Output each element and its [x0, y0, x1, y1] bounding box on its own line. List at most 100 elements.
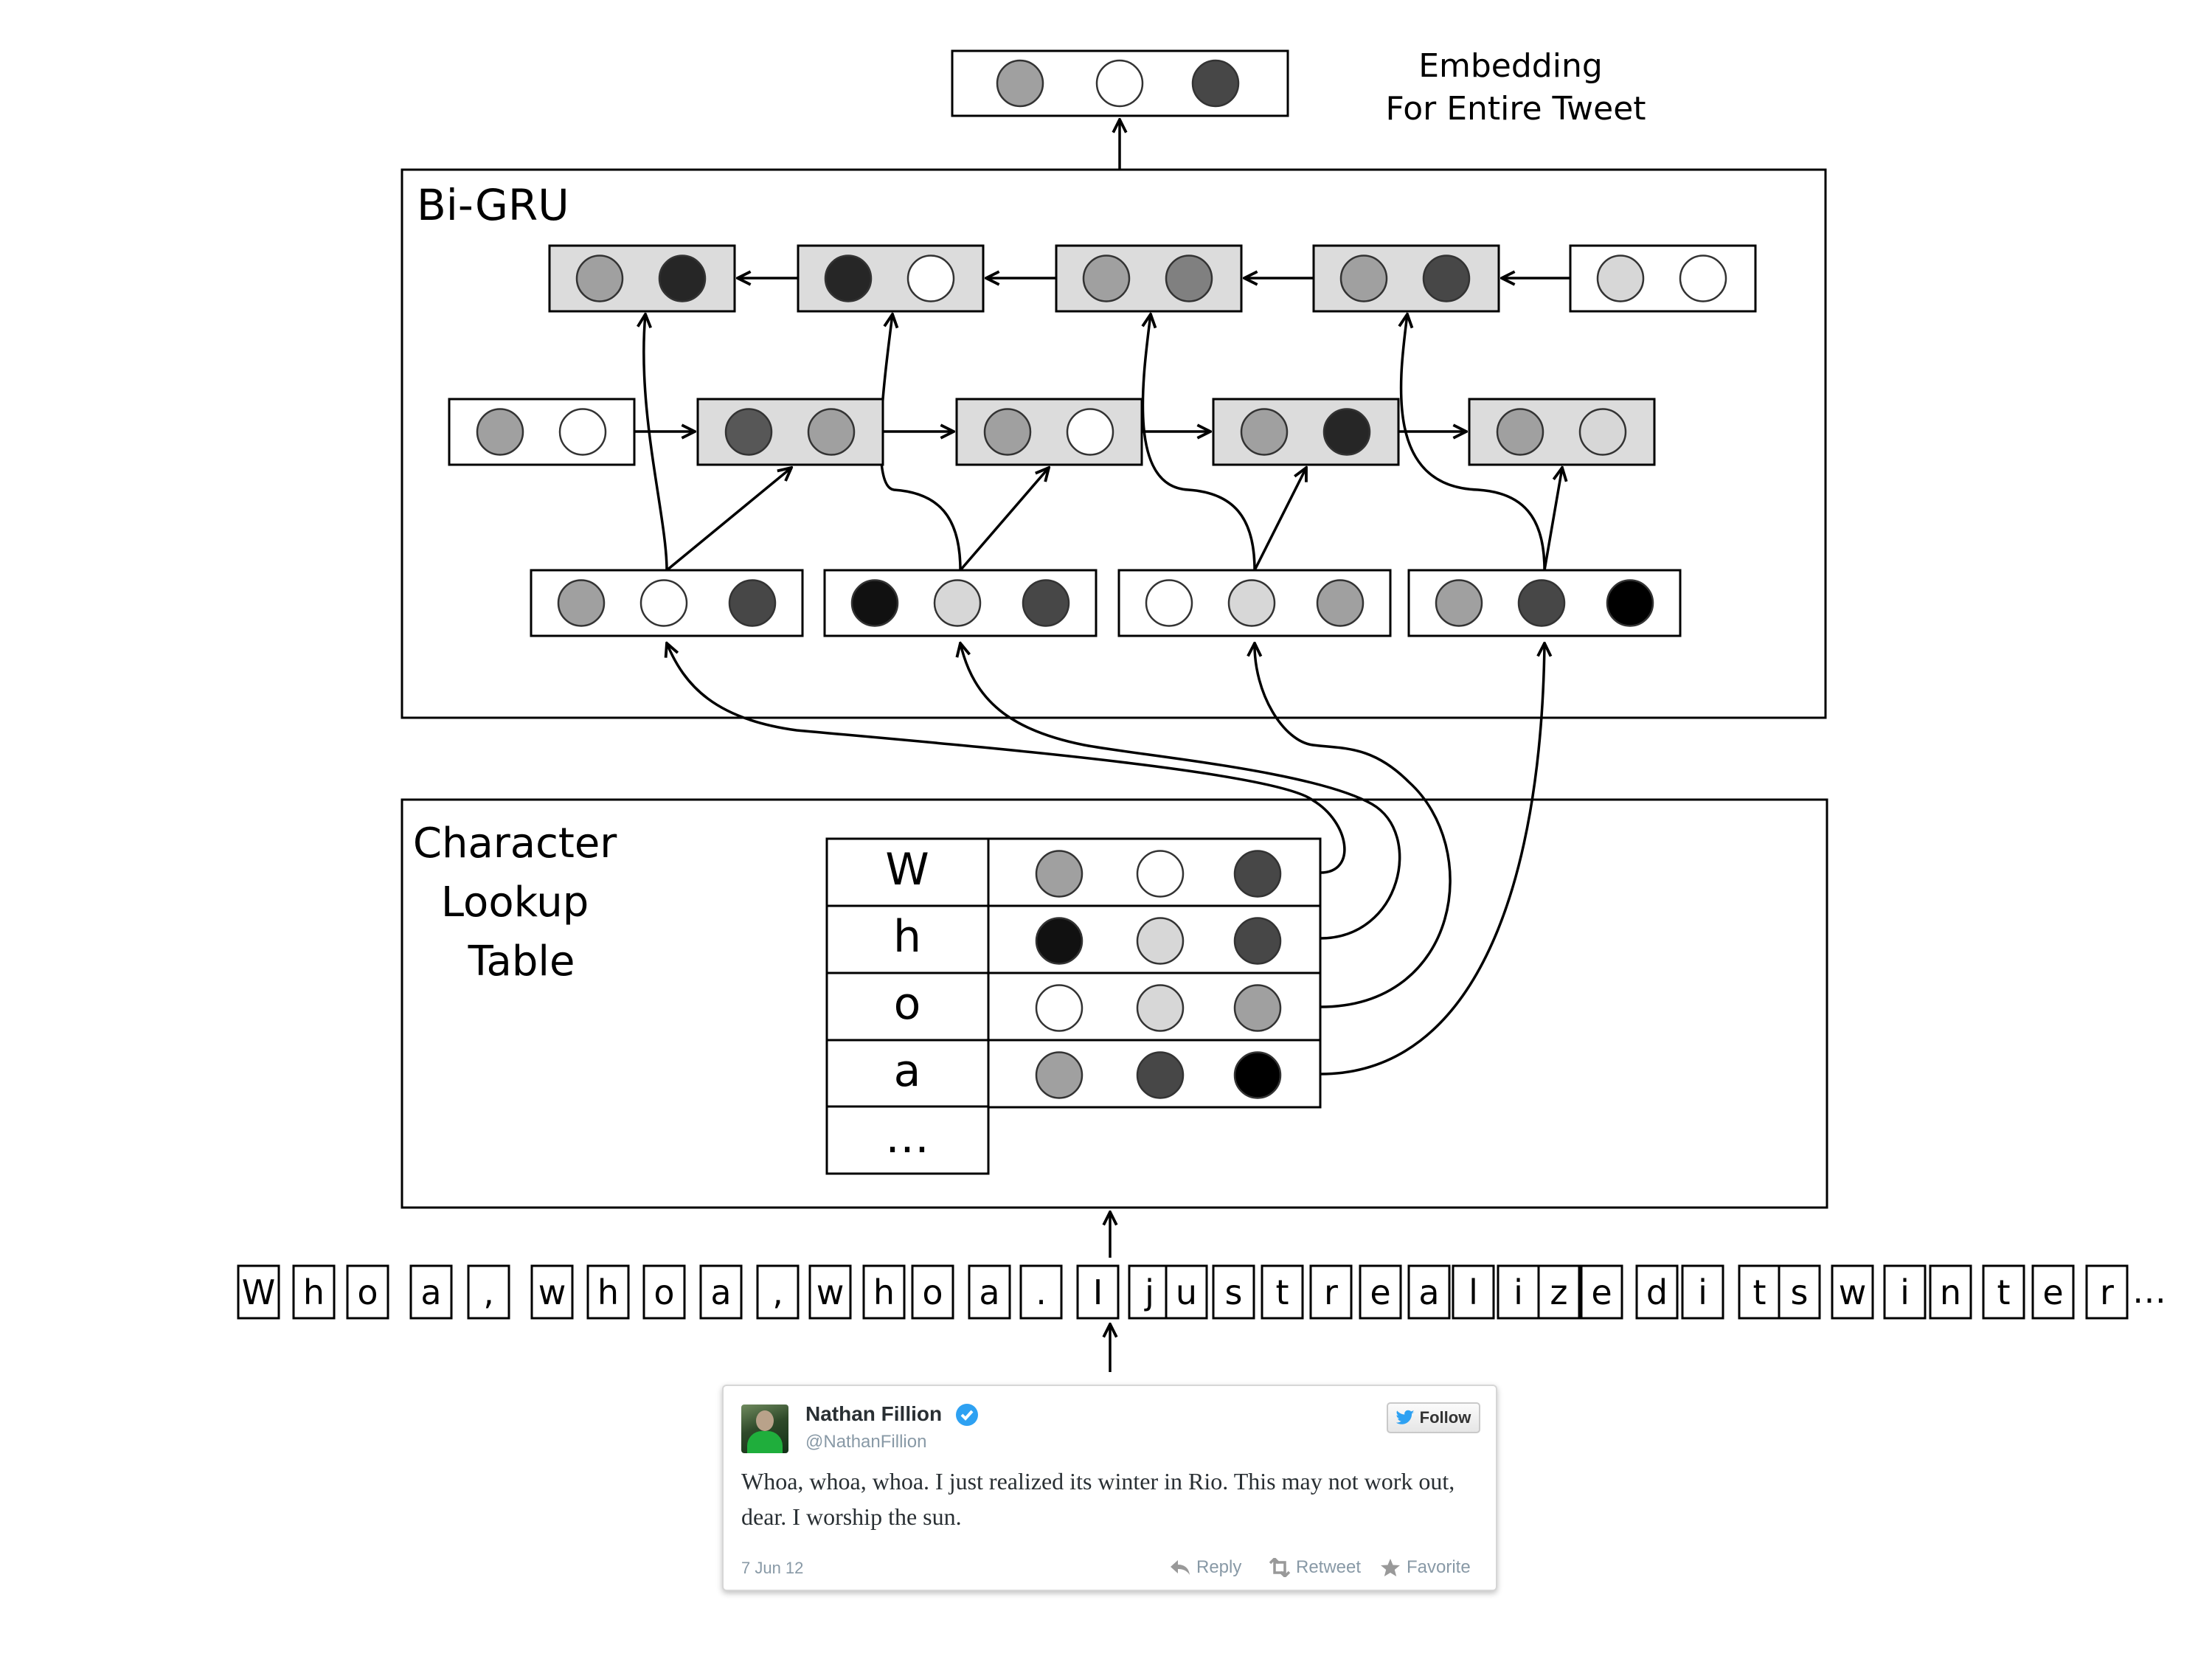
backward-hidden-state-3	[1055, 244, 1243, 313]
output-embedding-vector	[951, 49, 1289, 117]
char-box-16	[1076, 1264, 1120, 1320]
backward-hidden-state-2	[797, 244, 985, 313]
char-box-28	[1635, 1264, 1679, 1320]
char-24: l	[1469, 1272, 1478, 1312]
favorite-button[interactable]: Favorite	[1379, 1557, 1471, 1578]
twitter-bird-icon	[1395, 1410, 1415, 1424]
lookup-vector-4-unit-2	[1136, 1051, 1185, 1099]
char-16: I	[1093, 1272, 1103, 1312]
lookup-key-1: W	[885, 844, 929, 896]
forward-hidden-state-3-unit-2	[1066, 408, 1114, 456]
char-box-32	[1831, 1264, 1874, 1320]
tweet-handle[interactable]: @NathanFillion	[805, 1432, 927, 1452]
char-37: r	[2100, 1272, 2114, 1312]
backward-hidden-state-2-unit-1	[824, 254, 873, 302]
char-28: d	[1646, 1272, 1668, 1312]
lookup-vector-4-unit-3	[1233, 1051, 1282, 1099]
char-32: w	[1839, 1272, 1867, 1312]
embedding-label: Embedding For Entire Tweet	[1385, 47, 1646, 128]
char-to-backward-arrow-1	[644, 314, 668, 571]
char-embedding-1-unit-1	[557, 579, 606, 627]
forward-hidden-state-4	[1212, 398, 1400, 466]
backward-hidden-state-5	[1569, 244, 1757, 313]
lookup-to-char-arrow-3	[1255, 643, 1452, 1008]
backward-hidden-state-4	[1312, 244, 1500, 313]
forward-hidden-state-4-unit-2	[1322, 408, 1371, 456]
char-box-11	[808, 1264, 852, 1320]
char-7: h	[597, 1272, 619, 1312]
lookup-key-3: o	[894, 978, 921, 1030]
char-box-4	[409, 1264, 453, 1320]
backward-hidden-state-1	[548, 244, 736, 313]
tweet-date[interactable]: 7 Jun 12	[741, 1559, 804, 1577]
retweet-icon	[1269, 1558, 1291, 1577]
char-box-23	[1407, 1264, 1451, 1320]
nodes-layer	[448, 49, 1757, 637]
char-12: h	[873, 1272, 895, 1312]
lookup-key-cell-2	[825, 904, 990, 974]
char-8: o	[653, 1272, 674, 1312]
char-13: o	[922, 1272, 943, 1312]
char-box-8	[642, 1264, 686, 1320]
char-embedding-2-unit-3	[1022, 579, 1070, 627]
char-embedding-2-unit-1	[850, 579, 899, 627]
favorite-label: Favorite	[1407, 1557, 1471, 1577]
forward-hidden-state-2-unit-2	[807, 408, 856, 456]
char-box-15	[1019, 1264, 1063, 1320]
char-to-forward-arrow-2	[959, 468, 1049, 572]
char-1: W	[242, 1272, 275, 1312]
retweet-button[interactable]: Retweet	[1268, 1557, 1361, 1578]
forward-hidden-state-2	[696, 398, 884, 466]
char-17: j	[1144, 1272, 1154, 1312]
bigru-label: Bi-GRU	[417, 180, 569, 230]
follow-button[interactable]: Follow	[1387, 1402, 1480, 1433]
tweet-author-name[interactable]: Nathan Fillion	[805, 1402, 943, 1425]
char-9: a	[710, 1272, 731, 1312]
char-box-5	[467, 1264, 510, 1320]
backward-hidden-state-2-unit-2	[906, 254, 955, 302]
backward-hidden-state-3-unit-1	[1082, 254, 1131, 302]
char-to-forward-arrow-1	[665, 468, 791, 572]
lookup-vector-3-unit-1	[1035, 984, 1084, 1032]
tweet-card: Nathan Fillion @NathanFillion Follow Who…	[722, 1385, 1497, 1591]
char-box-26	[1537, 1264, 1581, 1320]
lookup-frame	[401, 798, 1828, 1209]
lookup-label-line2: Lookup	[441, 879, 589, 927]
char-to-forward-arrow-3	[1253, 468, 1306, 571]
char-embedding-1	[530, 569, 804, 637]
char-15: .	[1036, 1272, 1047, 1312]
char-box-37	[2085, 1264, 2129, 1320]
output-embedding-vector-unit-2	[1095, 59, 1144, 108]
lookup-table: Whoa…	[825, 837, 1322, 1175]
reply-button[interactable]: Reply	[1168, 1557, 1241, 1578]
char-35: t	[1997, 1272, 2010, 1312]
char-embedding-2-unit-2	[933, 579, 982, 627]
lookup-to-char-arrow-2	[960, 643, 1401, 940]
char-box-30	[1738, 1264, 1781, 1320]
char-box-10	[756, 1264, 800, 1320]
edges-layer	[634, 120, 1570, 1372]
forward-hidden-state-5	[1468, 398, 1656, 466]
lookup-vector-3-unit-2	[1136, 984, 1185, 1032]
forward-hidden-state-2-unit-1	[724, 408, 773, 456]
follow-button-label: Follow	[1419, 1408, 1471, 1427]
char-3: o	[357, 1272, 378, 1312]
lookup-vector-2-unit-3	[1233, 917, 1282, 965]
embedding-label-line1: Embedding	[1418, 47, 1603, 85]
char-18: u	[1176, 1272, 1197, 1312]
char-10: ,	[772, 1272, 783, 1312]
avatar[interactable]	[741, 1405, 788, 1453]
char-box-9	[699, 1264, 743, 1320]
char-embedding-4-unit-3	[1606, 579, 1654, 627]
lookup-to-char-arrow-4	[1320, 643, 1544, 1076]
char-box-18	[1165, 1264, 1208, 1320]
char-box-21	[1309, 1264, 1353, 1320]
char-19: s	[1225, 1272, 1243, 1312]
lookup-vector-2-unit-2	[1136, 917, 1185, 965]
char-23: a	[1418, 1272, 1439, 1312]
backward-hidden-state-3-unit-2	[1165, 254, 1213, 302]
char-box-33	[1883, 1264, 1927, 1320]
char-29: i	[1698, 1272, 1707, 1312]
backward-hidden-state-1-unit-2	[658, 254, 707, 302]
char-box-20	[1261, 1264, 1304, 1320]
